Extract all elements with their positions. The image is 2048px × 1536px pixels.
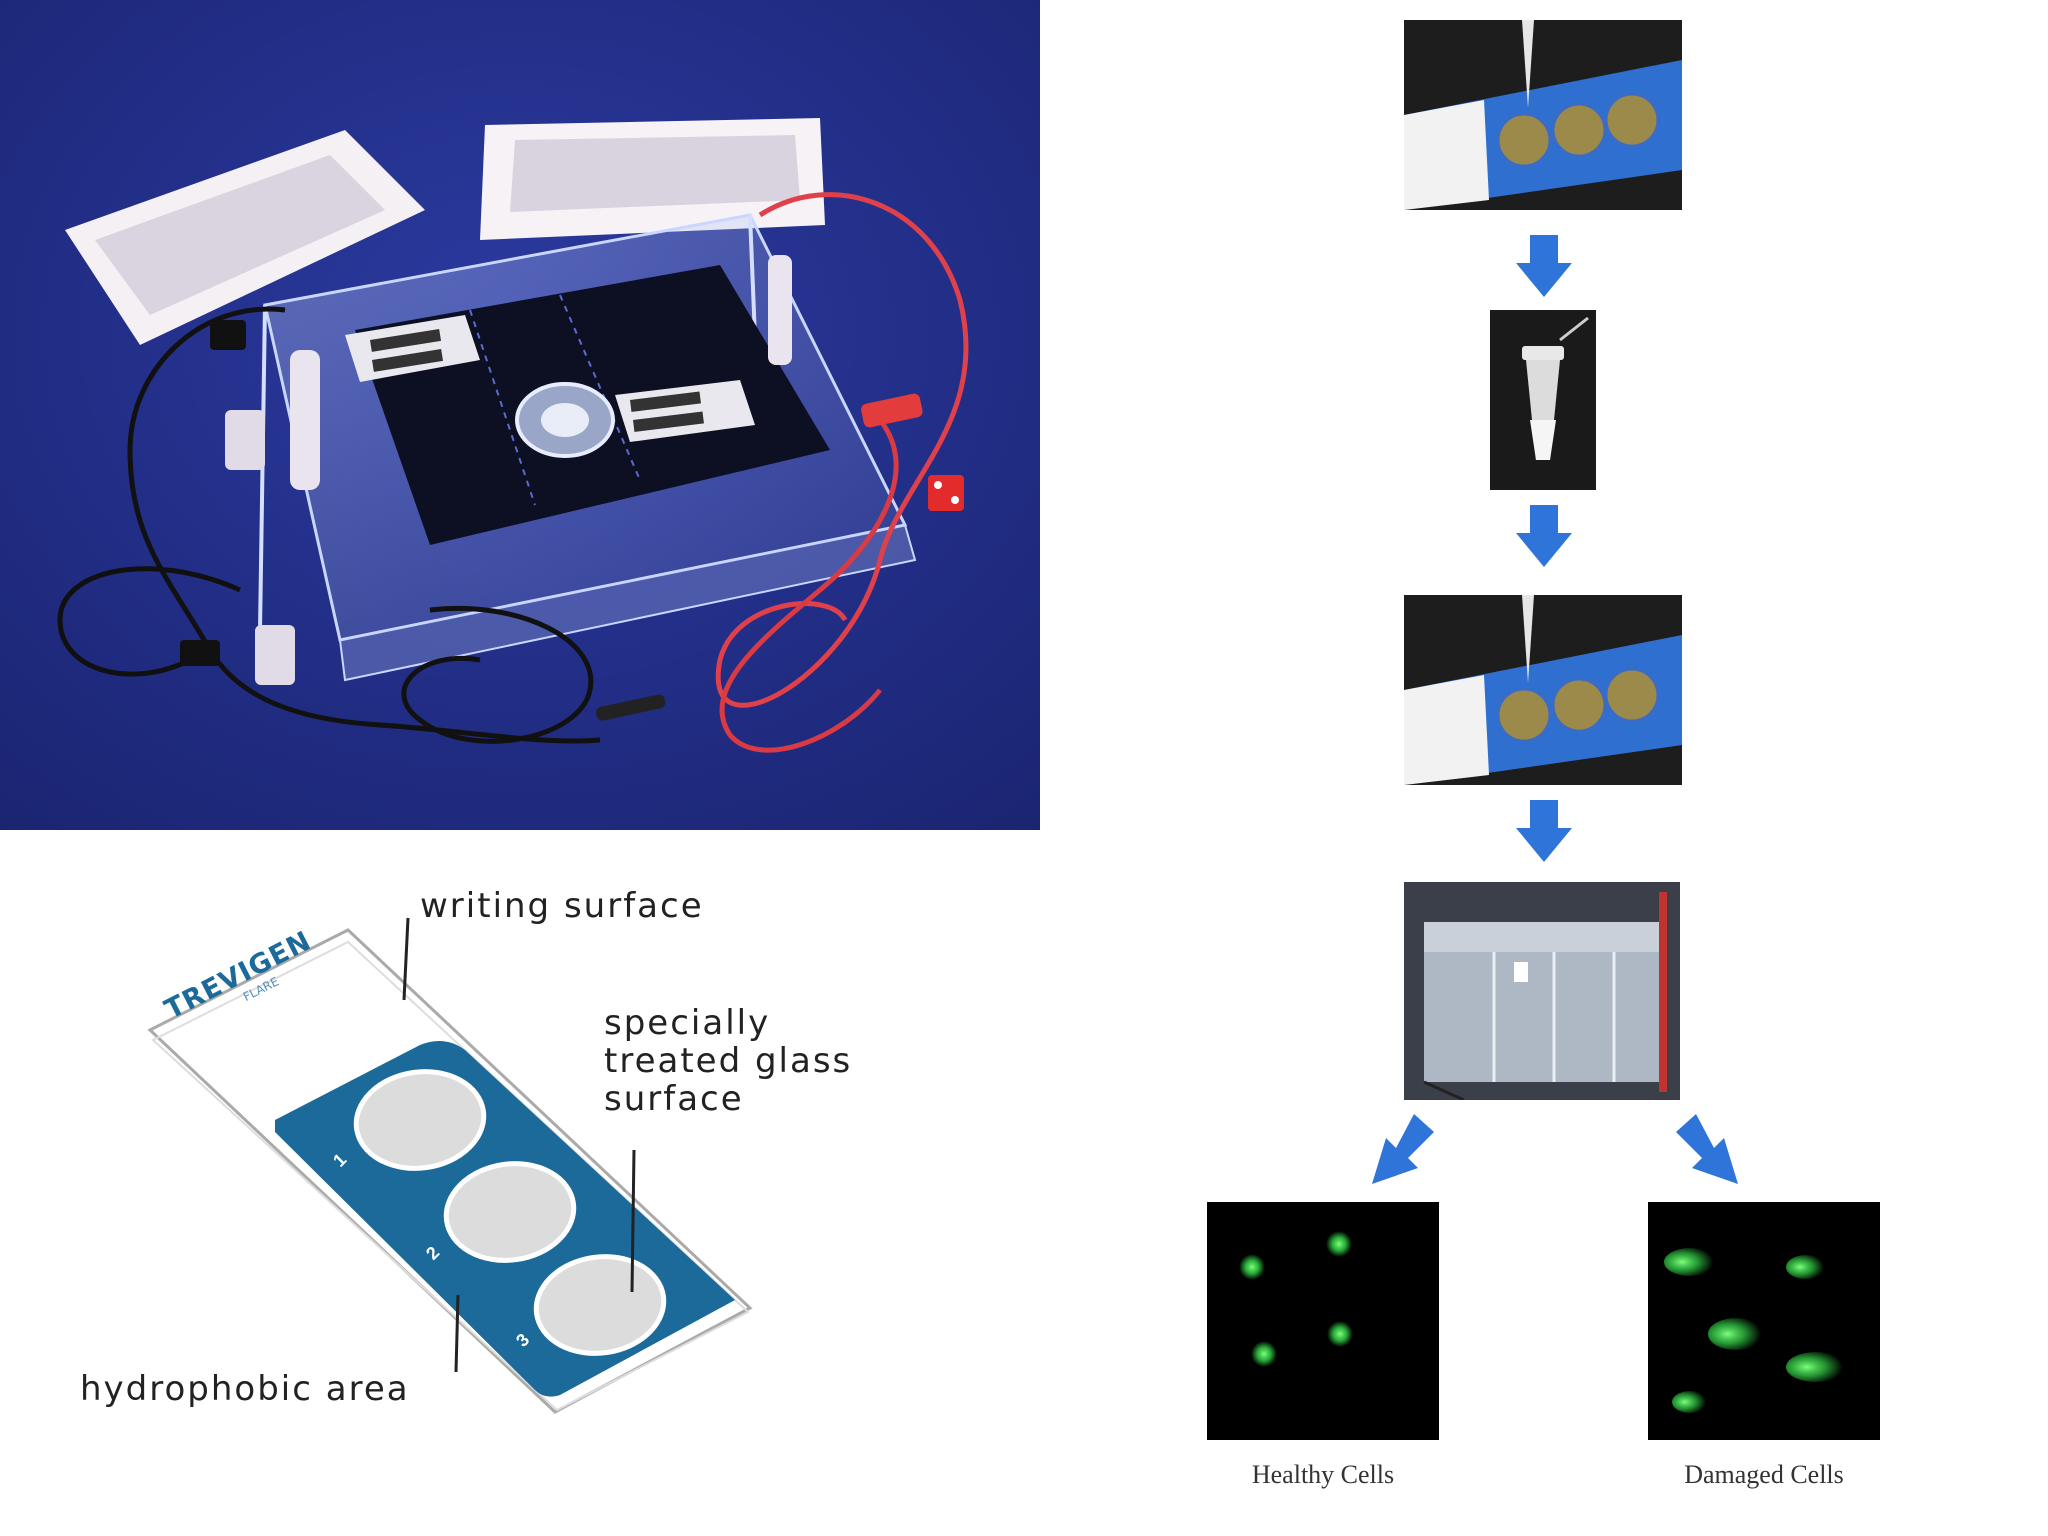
damaged-cells-caption: Damaged Cells [1684,1460,1844,1489]
diagonal-arrow-icon [1362,1110,1442,1190]
step-4-electrophoresis-tank [1404,882,1680,1100]
step-2-microtube [1490,310,1596,490]
healthy-cells-image [1207,1202,1439,1440]
label-writing-surface: writing surface [420,886,704,926]
healthy-cells-caption: Healthy Cells [1251,1460,1395,1489]
down-arrow-icon [1516,800,1572,862]
damaged-cells-image [1648,1202,1880,1440]
white-tray-left [65,130,425,345]
label-treated-glass: specially treated glass surface [604,1003,853,1119]
electrophoresis-apparatus-photo [0,0,1040,830]
down-arrow-icon [1516,505,1572,567]
white-tray-right [480,118,825,240]
label-hydrophobic-area: hydrophobic area [80,1369,410,1409]
step-3-pipette-slide [1404,595,1682,785]
diagonal-arrow-icon [1668,1110,1748,1190]
step-1-pipette-slide [1404,20,1682,210]
down-arrow-icon [1516,235,1572,297]
comet-slide-diagram: TREVIGEN FLARE 1 2 3 [60,860,960,1460]
